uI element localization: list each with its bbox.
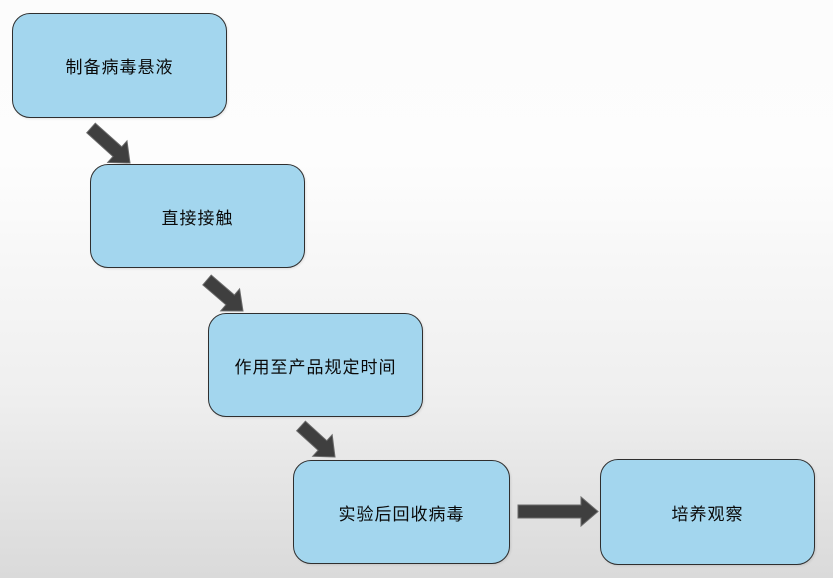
node-label: 制备病毒悬液	[65, 58, 174, 77]
flow-node-recover-virus-after-test: 实验后回收病毒	[293, 460, 510, 564]
node-label: 培养观察	[671, 504, 744, 524]
flow-node-act-for-specified-time: 作用至产品规定时间	[208, 313, 423, 417]
flow-arrow-1	[85, 122, 131, 164]
flow-arrow-2	[202, 274, 244, 312]
node-label: 实验后回收病毒	[338, 504, 465, 524]
flow-node-prepare-virus-suspension: 制备病毒悬液	[12, 13, 227, 118]
flow-arrow-4	[517, 495, 599, 528]
flow-node-direct-contact: 直接接触	[90, 164, 305, 268]
flow-arrow-3	[295, 420, 336, 458]
flow-node-culture-observation: 培养观察	[600, 459, 815, 565]
node-label: 作用至产品规定时间	[234, 357, 397, 377]
node-label: 直接接触	[161, 208, 234, 228]
